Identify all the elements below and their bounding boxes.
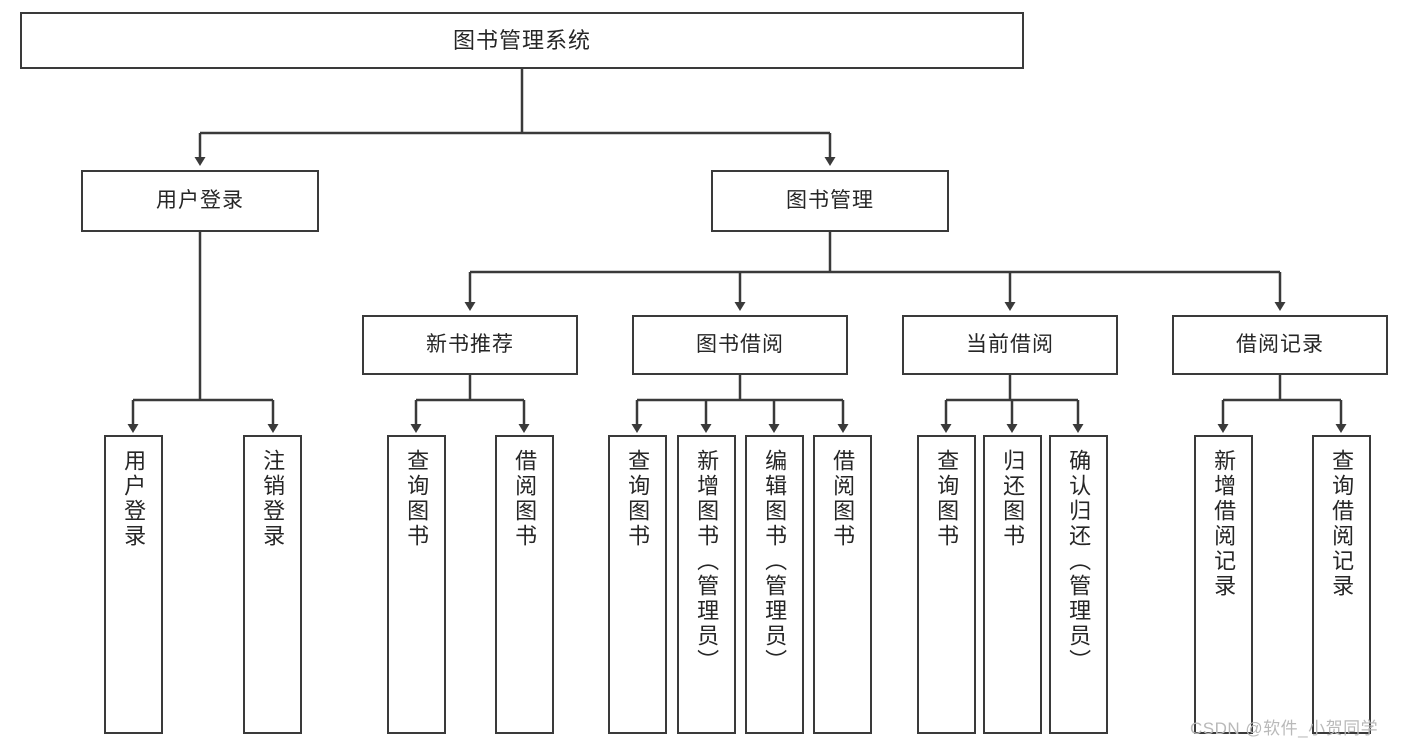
node-leaf-add-book[interactable]: 新增图书（管理员） <box>677 435 736 734</box>
node-root[interactable]: 图书管理系统 <box>20 12 1024 69</box>
node-label: 查询图书 <box>934 449 960 549</box>
node-label: 图书借阅 <box>696 333 784 356</box>
node-leaf-edit-book[interactable]: 编辑图书（管理员） <box>745 435 804 734</box>
node-leaf-logout[interactable]: 注销登录 <box>243 435 302 734</box>
node-label: 查询借阅记录 <box>1329 449 1355 599</box>
node-label: 用户登录 <box>156 189 244 212</box>
node-leaf-query-book-3[interactable]: 查询图书 <box>917 435 976 734</box>
node-book-manage[interactable]: 图书管理 <box>711 170 949 232</box>
csdn-watermark: CSDN @软件_小贺同学 <box>1190 719 1379 738</box>
node-label: 确认归还（管理员） <box>1066 449 1092 674</box>
node-leaf-borrow-book-1[interactable]: 借阅图书 <box>495 435 554 734</box>
node-label: 新书推荐 <box>426 333 514 356</box>
node-label: 新增借阅记录 <box>1211 449 1237 599</box>
node-label: 借阅图书 <box>830 449 856 549</box>
node-label: 归还图书 <box>1000 449 1026 549</box>
node-leaf-query-book-1[interactable]: 查询图书 <box>387 435 446 734</box>
node-user-login[interactable]: 用户登录 <box>81 170 319 232</box>
node-leaf-query-record[interactable]: 查询借阅记录 <box>1312 435 1371 734</box>
node-leaf-return-book[interactable]: 归还图书 <box>983 435 1042 734</box>
node-leaf-confirm-return[interactable]: 确认归还（管理员） <box>1049 435 1108 734</box>
node-leaf-user-login[interactable]: 用户登录 <box>104 435 163 734</box>
node-label: 查询图书 <box>404 449 430 549</box>
node-leaf-add-record[interactable]: 新增借阅记录 <box>1194 435 1253 734</box>
node-label: 查询图书 <box>625 449 651 549</box>
node-label: 当前借阅 <box>966 333 1054 356</box>
node-new-book-recommend[interactable]: 新书推荐 <box>362 315 578 375</box>
node-borrow-record[interactable]: 借阅记录 <box>1172 315 1388 375</box>
node-label: 借阅图书 <box>512 449 538 549</box>
node-label: 用户登录 <box>121 449 147 549</box>
node-label: 编辑图书（管理员） <box>762 449 788 674</box>
node-label: 借阅记录 <box>1236 333 1324 356</box>
node-book-borrow[interactable]: 图书借阅 <box>632 315 848 375</box>
node-label: 注销登录 <box>260 449 286 549</box>
node-current-borrow[interactable]: 当前借阅 <box>902 315 1118 375</box>
node-label: 图书管理 <box>786 189 874 212</box>
node-leaf-borrow-book-2[interactable]: 借阅图书 <box>813 435 872 734</box>
node-leaf-query-book-2[interactable]: 查询图书 <box>608 435 667 734</box>
node-label: 新增图书（管理员） <box>694 449 720 674</box>
node-label: 图书管理系统 <box>452 27 591 53</box>
